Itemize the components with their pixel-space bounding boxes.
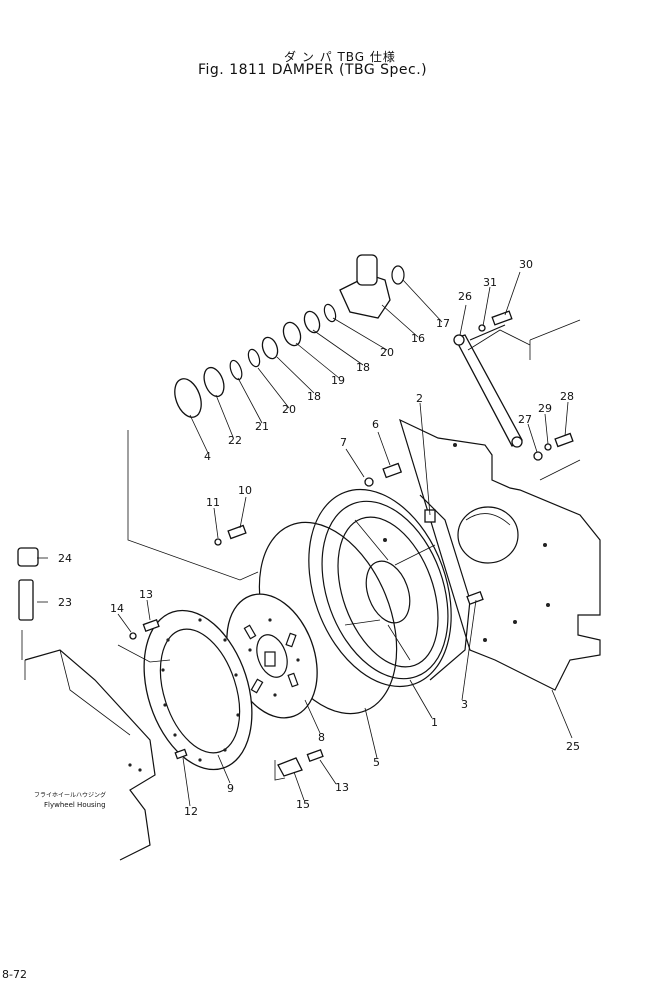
callout: 7 [340, 436, 347, 449]
callout: 12 [184, 805, 198, 818]
callout: 28 [560, 390, 574, 403]
callout: 21 [255, 420, 269, 433]
callout: 13 [139, 588, 153, 601]
shaft-parts [174, 254, 405, 418]
callout: 29 [538, 402, 552, 415]
callout: 20 [380, 346, 394, 359]
flywheel-housing-label-jp: フライホイールハウジング [34, 792, 107, 799]
callout: 17 [436, 317, 450, 330]
figure-title: Fig. 1811 DAMPER (TBG Spec.) [198, 62, 428, 78]
flywheel-housing [24, 649, 156, 861]
housing-plate [399, 319, 601, 691]
callout: 24 [58, 552, 72, 565]
callout: 19 [331, 374, 345, 387]
callout: 27 [518, 413, 532, 426]
callout: 1 [431, 716, 438, 729]
callout: 5 [373, 756, 380, 769]
callout: 16 [411, 332, 425, 345]
flywheel-housing-label: Flywheel Housing [44, 801, 106, 809]
callout: 20 [282, 403, 296, 416]
callout: 23 [58, 596, 72, 609]
callout: 3 [461, 698, 468, 711]
callout: 10 [238, 484, 252, 497]
sensor [17, 547, 39, 660]
callout: 9 [227, 782, 234, 795]
page-number: 8-72 [2, 968, 27, 981]
callout-numbers: 1 2 3 4 5 6 7 8 9 10 11 12 13 13 14 15 1… [58, 258, 580, 818]
callout: 30 [519, 258, 533, 271]
callout: 11 [206, 496, 220, 509]
callout: 15 [296, 798, 310, 811]
link-rod [453, 324, 523, 448]
callout: 6 [372, 418, 379, 431]
callout: 8 [318, 731, 325, 744]
callout: 26 [458, 290, 472, 303]
callout: 25 [566, 740, 580, 753]
callout: 4 [204, 450, 211, 463]
callout: 31 [483, 276, 497, 289]
fasteners [129, 310, 574, 777]
damper-housing [308, 488, 471, 688]
leader-lines [37, 271, 573, 807]
callout: 13 [335, 781, 349, 794]
callout: 18 [307, 390, 321, 403]
callout: 2 [416, 392, 423, 405]
japanese-title: ダ ン パ TBG 仕様 [284, 50, 396, 64]
callout: 14 [110, 602, 124, 615]
callout: 18 [356, 361, 370, 374]
callout: 22 [228, 434, 242, 447]
